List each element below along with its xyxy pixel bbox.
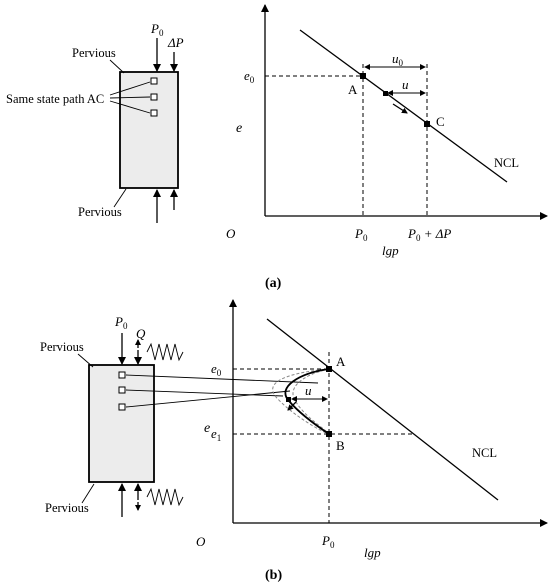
sample-point-b-1 — [118, 371, 126, 379]
sample-point-b-2 — [118, 386, 126, 394]
mid-marker-b — [286, 397, 291, 402]
point-c-label: C — [436, 114, 445, 129]
point-a-label-b: A — [336, 354, 346, 369]
ncl-line-a — [299, 29, 508, 183]
pervious-bottom-b: Pervious — [45, 501, 89, 515]
soil-sample-a — [119, 71, 179, 189]
same-state-leader-1 — [109, 81, 151, 96]
sample-point-3 — [150, 109, 158, 117]
pervious-top-leader-b — [77, 353, 94, 368]
axis-label-e-a: e — [236, 121, 242, 136]
u0-label: u0 — [392, 51, 404, 68]
p0-tick-b: P0 — [321, 533, 335, 550]
pervious-top-leader-a — [109, 59, 125, 74]
caption-a: (a) — [265, 276, 282, 291]
point-b-label: B — [336, 438, 345, 453]
path-direction-arrow-a — [392, 103, 408, 114]
sample-leader-b-3 — [125, 390, 291, 408]
pervious-top-b: Pervious — [40, 340, 84, 354]
pervious-bottom-leader-b — [81, 483, 95, 504]
p0-tick-a: P0 — [354, 226, 368, 243]
same-state-leader-2 — [109, 96, 151, 99]
load-label-p0-b: P0 — [114, 314, 128, 331]
spring-top — [146, 342, 184, 362]
e0-tick-b: e0 — [211, 361, 222, 378]
point-a-marker — [360, 73, 366, 79]
point-a-marker-b — [326, 366, 332, 372]
point-c-marker — [424, 121, 430, 127]
sample-point-b-3 — [118, 403, 126, 411]
mid-marker-a — [383, 91, 388, 96]
origin-b: O — [196, 534, 206, 549]
same-state-leader-3 — [109, 100, 151, 114]
pervious-bottom-leader-a — [113, 188, 127, 208]
ncl-line-b — [266, 318, 499, 501]
pervious-top-a: Pervious — [72, 46, 116, 60]
e0-tick-a: e0 — [244, 68, 255, 85]
u-label-b: u — [305, 383, 312, 398]
origin-a: O — [226, 226, 236, 241]
sample-leader-b-2 — [125, 389, 284, 397]
caption-b: (b) — [265, 568, 282, 583]
load-label-dp-a: ΔP — [167, 35, 184, 50]
sample-point-1 — [150, 77, 158, 85]
load-label-p0-a: P0 — [150, 21, 164, 38]
ncl-label-a: NCL — [494, 156, 519, 170]
load-label-q-b: Q — [136, 326, 146, 341]
same-state-label: Same state path AC — [6, 92, 104, 106]
point-b-marker — [326, 431, 332, 437]
ncl-label-b: NCL — [472, 446, 497, 460]
e1-tick-b: e1 — [211, 426, 221, 443]
point-a-label: A — [348, 82, 358, 97]
pervious-bottom-a: Pervious — [78, 205, 122, 219]
path-direction-arrow-b — [287, 401, 297, 411]
path-dashed-grey-1 — [272, 368, 330, 435]
p0dp-tick-a: P0 + ΔP — [407, 226, 451, 243]
panel-a: P0 ΔP Pervious Pervious Same state path … — [6, 4, 548, 291]
spring-bottom — [146, 487, 184, 507]
axis-label-e-b: e — [204, 421, 210, 436]
panel-b: P0 Q Pervious Pervious e lgp O NCL — [40, 299, 548, 583]
soil-sample-b — [88, 364, 155, 483]
axis-label-lgp-b: lgp — [364, 545, 381, 560]
stress-path-b — [284, 368, 330, 435]
u-label-a: u — [402, 77, 409, 92]
sample-point-2 — [150, 93, 158, 101]
sample-leader-b-1 — [125, 374, 319, 384]
axis-label-lgp-a: lgp — [382, 243, 399, 258]
